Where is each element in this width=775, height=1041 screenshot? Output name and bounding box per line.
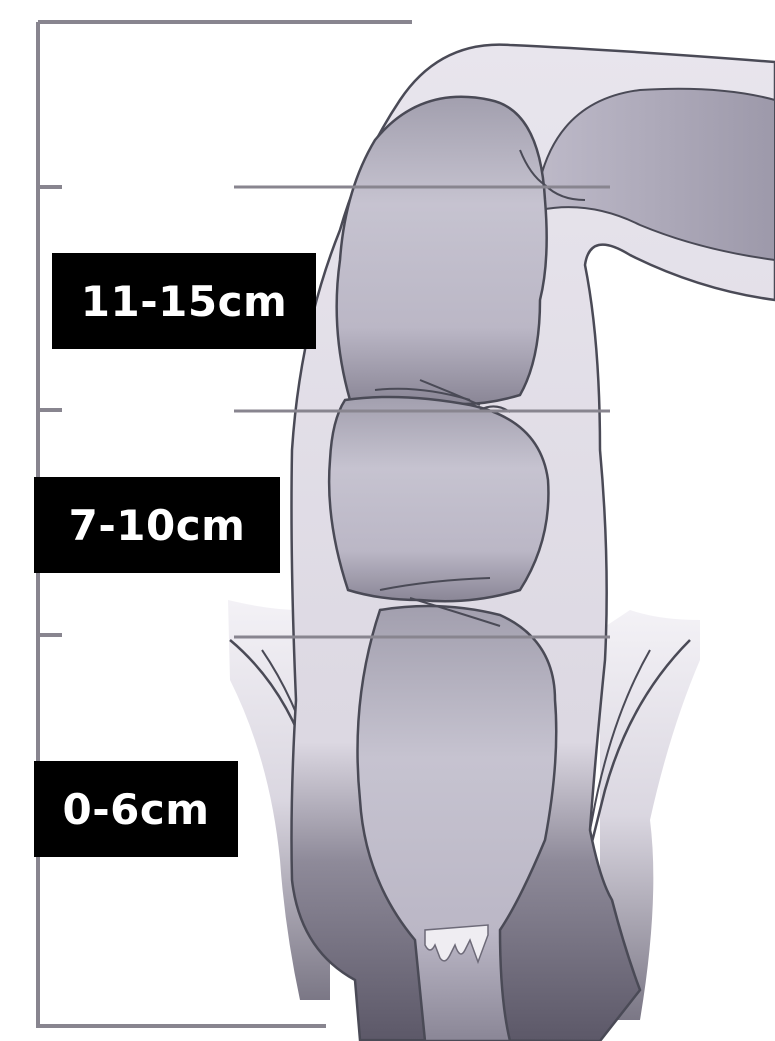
label-lower-rectum: 0-6cm (34, 761, 238, 857)
label-upper-text: 11-15cm (81, 277, 288, 326)
rectal-lumen-middle (329, 397, 548, 601)
label-middle-rectum: 7-10cm (34, 477, 280, 573)
rectal-lumen (337, 97, 547, 404)
label-upper-rectum: 11-15cm (52, 253, 316, 349)
label-middle-text: 7-10cm (69, 501, 246, 550)
label-lower-text: 0-6cm (62, 785, 209, 834)
